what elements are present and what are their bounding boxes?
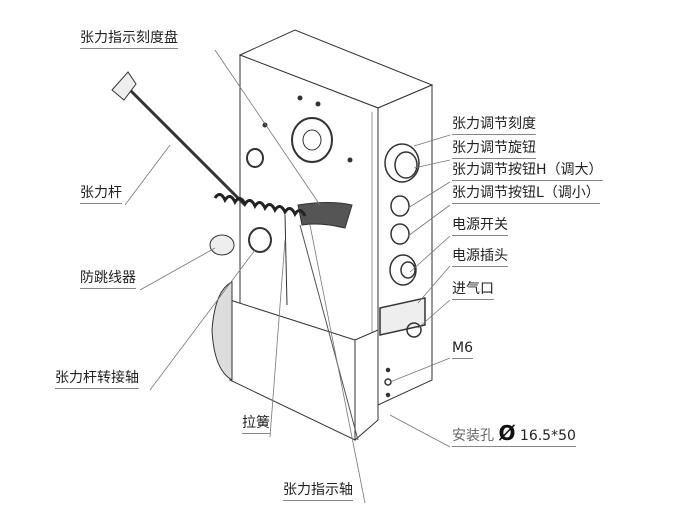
label-button-h: 张力调节按钮H（调大）	[452, 162, 603, 181]
mount-hole-size: 16.5*50	[519, 428, 576, 444]
leader-lines	[124, 49, 451, 504]
label-anti-jump: 防跳线器	[80, 270, 136, 289]
control-panel-graphic	[379, 143, 426, 398]
label-adjust-scale: 张力调节刻度	[452, 116, 536, 135]
tension-dial-graphic	[246, 95, 353, 229]
label-power-plug: 电源插头	[452, 248, 508, 267]
diameter-symbol: Ø	[498, 421, 516, 445]
label-button-l: 张力调节按钮L（调小）	[452, 185, 600, 204]
label-tension-rod: 张力杆	[80, 185, 122, 204]
label-mount-hole: 安装孔 Ø 16.5*50	[452, 423, 576, 447]
label-indicator-shaft: 张力指示轴	[283, 482, 353, 501]
spring-graphic	[213, 193, 307, 218]
label-air-inlet: 进气口	[452, 281, 494, 300]
label-adjust-knob: 张力调节旋钮	[452, 140, 536, 159]
anti-jump-graphic	[209, 214, 288, 306]
label-m6: M6	[452, 340, 473, 359]
label-rod-adapter-shaft: 张力杆转接轴	[55, 370, 139, 389]
label-power-switch: 电源开关	[452, 217, 508, 236]
mount-hole-text: 安装孔	[452, 428, 494, 444]
tension-rod-graphic	[111, 71, 247, 207]
label-spring: 拉簧	[242, 415, 270, 434]
label-tension-dial: 张力指示刻度盘	[80, 30, 178, 49]
